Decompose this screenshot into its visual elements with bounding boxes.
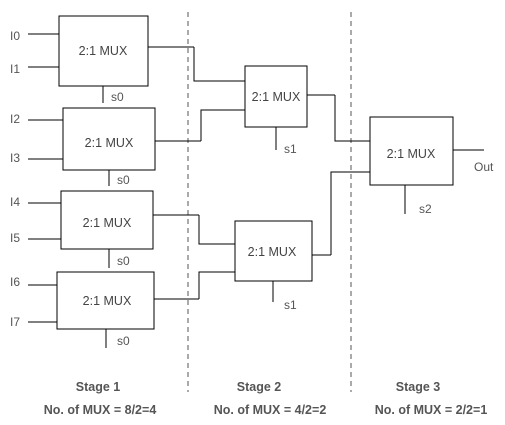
mux-stage2-b-label: 2:1 MUX <box>248 245 297 259</box>
input-i3-label: I3 <box>10 151 20 165</box>
select-s2-label: s2 <box>419 202 432 216</box>
mux-stage1-b-label: 2:1 MUX <box>85 136 134 150</box>
input-i6-label: I6 <box>10 275 20 289</box>
select-s0-label-a: s0 <box>111 90 124 104</box>
mux-stage3-label: 2:1 MUX <box>387 147 436 161</box>
stage1-title: Stage 1 <box>76 380 121 394</box>
select-s0-label-b: s0 <box>117 173 130 187</box>
mux-stage1-b <box>62 107 156 171</box>
stage3-mux-count: No. of MUX = 2/2=1 <box>375 403 488 417</box>
select-s0-label-d: s0 <box>117 334 130 348</box>
mux-stage1-c-label: 2:1 MUX <box>83 216 132 230</box>
stage2-title: Stage 2 <box>237 380 282 394</box>
mux-stage2-a <box>244 65 308 128</box>
mux-stage1-c <box>60 190 154 250</box>
input-i2-label: I2 <box>10 112 20 126</box>
stage2-mux-count: No. of MUX = 4/2=2 <box>214 403 327 417</box>
stage3-title: Stage 3 <box>396 380 441 394</box>
stage1-mux-count: No. of MUX = 8/2=4 <box>44 403 157 417</box>
mux-stage1-d <box>56 271 155 330</box>
input-i0-label: I0 <box>10 29 20 43</box>
select-s0-label-c: s0 <box>117 254 130 268</box>
select-s1-label-b: s1 <box>284 298 297 312</box>
output-label: Out <box>474 160 494 174</box>
mux-stage3 <box>369 116 454 186</box>
select-s1-label-a: s1 <box>284 142 297 156</box>
mux-stage1-d-label: 2:1 MUX <box>83 294 132 308</box>
input-i4-label: I4 <box>10 195 20 209</box>
input-i7-label: I7 <box>10 315 20 329</box>
mux-stage1-a <box>58 15 149 87</box>
mux-stage2-a-label: 2:1 MUX <box>252 90 301 104</box>
input-i1-label: I1 <box>10 62 20 76</box>
mux-stage1-a-label: 2:1 MUX <box>79 44 128 58</box>
input-i5-label: I5 <box>10 231 20 245</box>
